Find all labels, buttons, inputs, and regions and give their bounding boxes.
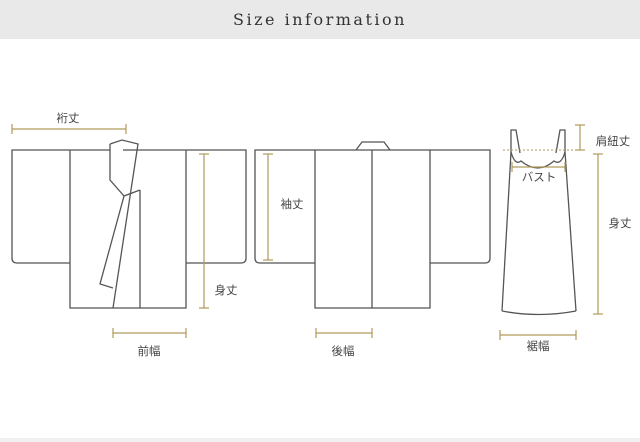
back-body bbox=[314, 149, 431, 309]
measure-yuki bbox=[11, 124, 127, 134]
slip-right-side bbox=[564, 151, 577, 312]
measure-katahimotake bbox=[575, 124, 585, 151]
front-collar-inner bbox=[99, 144, 125, 289]
label-bust: バスト bbox=[522, 170, 557, 184]
header-bar: Size information bbox=[0, 0, 640, 39]
page-title: Size information bbox=[233, 10, 407, 29]
front-left-sleeve bbox=[11, 149, 70, 264]
measure-sodetake bbox=[263, 153, 273, 261]
measure-lines bbox=[11, 124, 603, 340]
label-susohaba: 裾幅 bbox=[527, 339, 550, 353]
bottom-border bbox=[0, 438, 640, 442]
slip-right-strap bbox=[555, 129, 566, 154]
label-katahimotake: 肩紐丈 bbox=[596, 134, 631, 148]
front-garment bbox=[11, 139, 247, 309]
slip-top-edge bbox=[510, 151, 566, 169]
slip-garment bbox=[501, 129, 577, 316]
measure-mitake-slip bbox=[593, 153, 603, 315]
label-sodetake: 袖丈 bbox=[281, 197, 304, 211]
measure-maehaba bbox=[112, 328, 187, 338]
slip-left-side bbox=[501, 151, 512, 312]
front-body bbox=[69, 150, 187, 309]
label-yuki: 裄丈 bbox=[57, 111, 80, 125]
label-mitake: 身丈 bbox=[215, 283, 238, 297]
measure-ushirohaba bbox=[315, 328, 373, 338]
back-collar bbox=[355, 141, 391, 151]
measure-mitake bbox=[199, 153, 209, 309]
label-ushirohaba: 後幅 bbox=[332, 344, 355, 358]
front-collar-fold bbox=[123, 189, 141, 197]
label-maehaba: 前幅 bbox=[138, 344, 161, 358]
back-left-sleeve bbox=[254, 149, 315, 264]
front-collar-outer bbox=[109, 139, 139, 309]
front-right-sleeve bbox=[186, 149, 247, 264]
slip-left-strap bbox=[510, 129, 521, 154]
back-right-sleeve bbox=[430, 149, 491, 264]
measure-bust bbox=[511, 162, 566, 172]
label-mitake-slip: 身丈 bbox=[609, 216, 632, 230]
back-garment bbox=[254, 141, 491, 309]
slip-hem bbox=[501, 310, 577, 316]
measure-susohaba bbox=[499, 330, 577, 340]
